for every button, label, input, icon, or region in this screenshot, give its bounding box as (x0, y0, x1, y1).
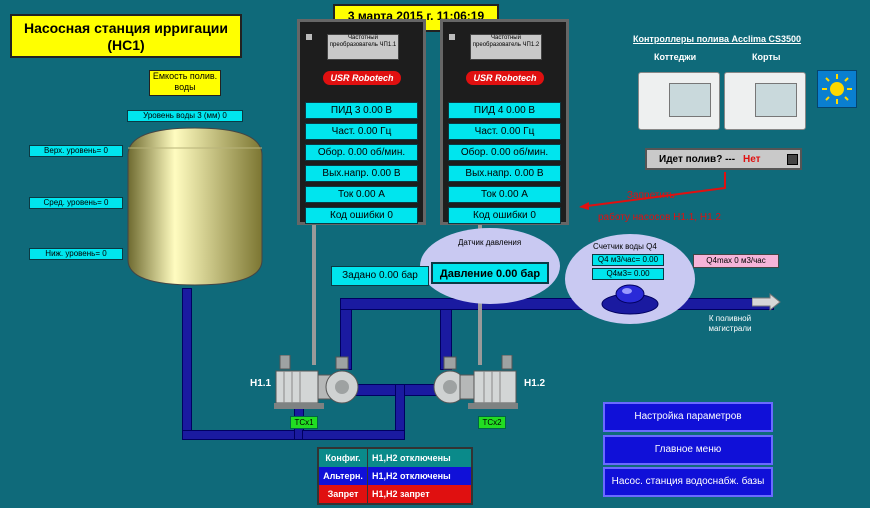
middle-level-label: Сред. уровень= 0 (29, 197, 123, 209)
vfd2-param-error: Код ошибки 0 (448, 207, 561, 224)
vfd1-cabinet: Частотный преобразователь ЧП1.1 USR Robo… (297, 19, 426, 225)
outlet-arrow-icon (752, 292, 781, 312)
pressure-sensor-label: Датчик давления (458, 238, 522, 247)
bottom-pipe (182, 430, 304, 440)
prohibit-arrow-icon (579, 172, 726, 210)
water-level-label: Уровень воды 3 (мм) 0 (127, 110, 243, 122)
station-title: Насосная станция ирригации (НС1) (23, 20, 229, 53)
controller-cottages[interactable] (638, 72, 720, 130)
status-row-prohibit: Запрет Н1,Н2 запрет (319, 485, 471, 503)
status-altern-label: Альтерн. (323, 471, 363, 481)
vfd1-cable (312, 225, 316, 365)
meter-qmax: Q4max 0 м3/час (693, 254, 779, 268)
vfd2-indicator (449, 34, 455, 40)
station-title-box: Насосная станция ирригации (НС1) (10, 14, 242, 58)
sun-icon (817, 70, 857, 108)
vfd2-params: ПИД 4 0.00 В Част. 0.00 Гц Обор. 0.00 об… (448, 102, 561, 224)
pump-h11-tag: ТСх1 (290, 416, 318, 429)
pump-h11[interactable] (270, 355, 365, 417)
meter-rate: Q4 м3/час= 0.00 (592, 254, 664, 266)
vfd1-indicator (306, 34, 312, 40)
vfd2-title: Частотный преобразователь ЧП1.2 (470, 34, 542, 60)
watering-toggle[interactable] (787, 154, 798, 165)
controllers-title: Контроллеры полива Acclima CS3500 (633, 34, 802, 44)
status-prohibit-value: Н1,Н2 запрет (367, 485, 471, 503)
vfd1-brand: USR Robotech (323, 71, 401, 85)
pressure-setpoint: Задано 0.00 бар (331, 266, 429, 286)
status-row-altern: Альтерн. Н1,Н2 отключены (319, 467, 471, 485)
settings-button[interactable]: Настройка параметров (603, 402, 773, 432)
status-row-config: Конфиг. Н1,Н2 отключены (319, 449, 471, 467)
vfd2-brand: USR Robotech (466, 71, 544, 85)
status-altern-value: Н1,Н2 отключены (367, 467, 471, 485)
prohibit-text-1: Запретить (627, 190, 675, 201)
watering-status-panel: Идет полив? --- Нет (645, 148, 802, 170)
upper-level-label: Верх. уровень= 0 (29, 145, 123, 157)
pump-h12-label: Н1.2 (524, 378, 546, 389)
courts-label: Корты (752, 52, 781, 62)
status-config-value: Н1,Н2 отключены (367, 449, 471, 467)
pump-h11-label: Н1.1 (250, 378, 272, 389)
outlet-label: К поливной магистрали (708, 314, 752, 333)
status-panel: Конфиг. Н1,Н2 отключены Альтерн. Н1,Н2 о… (317, 447, 473, 505)
vfd1-param-outv: Вых.напр. 0.00 В (305, 165, 418, 182)
vfd1-param-rpm: Обор. 0.00 об/мин. (305, 144, 418, 161)
vfd2-param-freq: Част. 0.00 Гц (448, 123, 561, 140)
main-outlet-pipe (340, 298, 774, 310)
cottages-label: Коттеджи (654, 52, 697, 62)
vfd1-param-freq: Част. 0.00 Гц (305, 123, 418, 140)
main-menu-button[interactable]: Главное меню (603, 435, 773, 465)
vfd1-param-error: Код ошибки 0 (305, 207, 418, 224)
status-config-label: Конфиг. (325, 453, 361, 463)
prohibit-text-2: работу насосов Н1.1, Н1.2 (598, 212, 721, 223)
water-tank (127, 127, 263, 286)
pump-h12-tag: ТСх2 (478, 416, 506, 429)
watering-value: Нет (743, 154, 761, 165)
tank-outlet-pipe (182, 288, 192, 440)
watering-question: Идет полив? --- (659, 154, 736, 165)
pump-station-button[interactable]: Насос. станция водоснабж. базы (603, 467, 773, 497)
meter-total: Q4м3= 0.00 (592, 268, 664, 280)
meter-label: Счетчик воды Q4 (593, 242, 657, 251)
vfd2-param-rpm: Обор. 0.00 об/мин. (448, 144, 561, 161)
pipe-mid-bottom (302, 430, 405, 440)
vfd2-param-outv: Вых.напр. 0.00 В (448, 165, 561, 182)
vfd2-cabinet: Частотный преобразователь ЧП1.2 USR Robo… (440, 19, 569, 225)
pressure-value: Давление 0.00 бар (431, 262, 549, 284)
controller-courts-screen (755, 83, 797, 117)
controller-cottages-screen (669, 83, 711, 117)
status-prohibit-label: Запрет (327, 489, 359, 499)
vfd1-param-pid: ПИД 3 0.00 В (305, 102, 418, 119)
flow-meter (601, 284, 659, 315)
vfd1-title: Частотный преобразователь ЧП1.1 (327, 34, 399, 60)
tank-capacity-label: Емкость полив. воды (149, 70, 221, 96)
controller-courts[interactable] (724, 72, 806, 130)
vfd1-param-current: Ток 0.00 А (305, 186, 418, 203)
vfd2-param-pid: ПИД 4 0.00 В (448, 102, 561, 119)
vfd2-param-current: Ток 0.00 А (448, 186, 561, 203)
vfd1-params: ПИД 3 0.00 В Част. 0.00 Гц Обор. 0.00 об… (305, 102, 418, 224)
pump-h12[interactable] (428, 355, 523, 417)
lower-level-label: Ниж. уровень= 0 (29, 248, 123, 260)
